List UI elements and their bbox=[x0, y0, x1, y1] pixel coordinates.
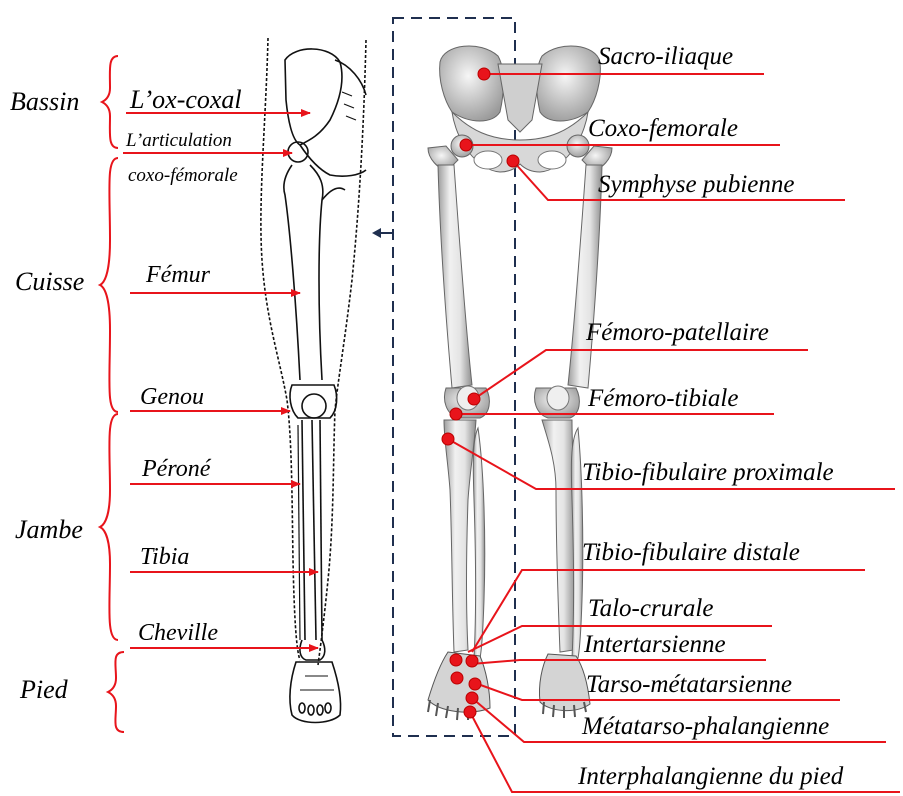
joint-label-femoro-patellaire: Fémoro-patellaire bbox=[585, 319, 769, 346]
label-ox-coxal: L’ox-coxal bbox=[129, 85, 242, 114]
marker-femoro-tibiale bbox=[450, 408, 462, 420]
brace-bassin bbox=[102, 56, 118, 148]
marker-interphalangienne bbox=[464, 706, 476, 718]
region-pied: Pied bbox=[19, 675, 69, 704]
region-cuisse: Cuisse bbox=[15, 267, 84, 296]
label-perone: Péroné bbox=[141, 456, 212, 482]
marker-femoro-patellaire bbox=[468, 393, 480, 405]
joint-label-tibio-fibulaire-distale: Tibio-fibulaire distale bbox=[582, 539, 800, 566]
label-cheville: Cheville bbox=[138, 620, 218, 646]
marker-sacro-iliaque bbox=[478, 68, 490, 80]
label-tibia: Tibia bbox=[140, 544, 189, 570]
joint-label-interphalangienne: Interphalangienne du pied bbox=[577, 763, 844, 790]
region-jambe: Jambe bbox=[15, 515, 83, 544]
joint-label-symphyse-pubienne: Symphyse pubienne bbox=[598, 171, 794, 198]
joint-label-metatarso-phalangienne: Métatarso-phalangienne bbox=[581, 713, 829, 740]
marker-coxo-femorale bbox=[460, 139, 472, 151]
marker-symphyse-pubienne bbox=[507, 155, 519, 167]
marker-intertarsienne bbox=[451, 672, 463, 684]
joint-label-coxo-femorale: Coxo-femorale bbox=[588, 115, 738, 142]
brace-jambe bbox=[100, 414, 118, 640]
marker-tibio-fibulaire-proximale bbox=[442, 433, 454, 445]
marker-metatarso-phalangienne bbox=[466, 692, 478, 704]
skeleton-3d bbox=[428, 46, 612, 720]
region-bassin: Bassin bbox=[10, 87, 79, 116]
label-genou: Genou bbox=[140, 384, 204, 410]
leg-line-drawing bbox=[261, 38, 366, 723]
label-articulation-line2: coxo-fémorale bbox=[128, 165, 238, 186]
joint-label-intertarsienne: Intertarsienne bbox=[583, 631, 726, 658]
frame-arrow bbox=[372, 228, 392, 238]
brace-cuisse bbox=[100, 158, 118, 412]
marker-tarso-metatarsienne bbox=[469, 678, 481, 690]
joint-label-tibio-fibulaire-proximale: Tibio-fibulaire proximale bbox=[582, 459, 834, 486]
marker-talo-crurale bbox=[450, 654, 462, 666]
label-femur: Fémur bbox=[145, 262, 211, 288]
joint-label-talo-crurale: Talo-crurale bbox=[588, 595, 713, 622]
brace-pied bbox=[108, 652, 124, 732]
region-braces bbox=[100, 56, 124, 732]
marker-tibio-fibulaire-distale bbox=[466, 655, 478, 667]
joint-label-tarso-metatarsienne: Tarso-métatarsienne bbox=[586, 671, 792, 698]
joint-label-sacro-iliaque: Sacro-iliaque bbox=[598, 43, 733, 70]
joint-label-femoro-tibiale: Fémoro-tibiale bbox=[587, 385, 738, 412]
label-articulation-line1: L’articulation bbox=[125, 130, 232, 151]
